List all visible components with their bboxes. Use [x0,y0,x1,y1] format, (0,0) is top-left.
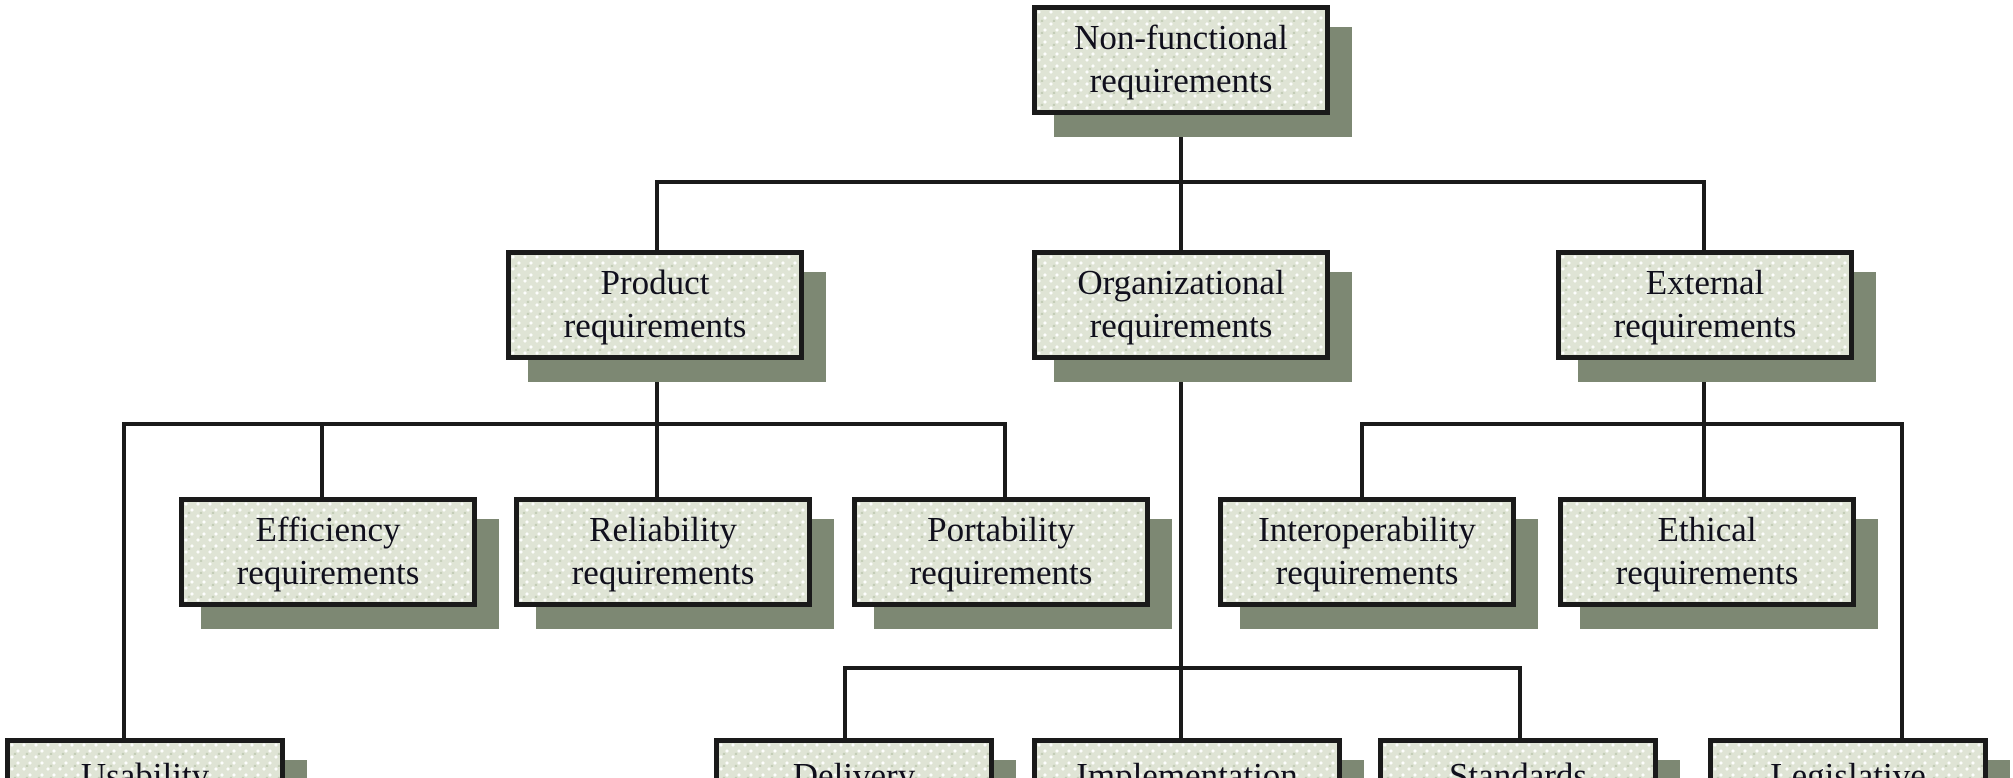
connector-product-trunk [655,358,659,425]
node-label-line2: requirements [1613,306,1797,345]
node-label-line2: requirements [1089,306,1273,345]
node-label-line2: requirements [571,553,755,592]
node-label-line1: Delivery [792,756,916,778]
node-ethical-requirements[interactable]: Ethical requirements [1558,497,1856,607]
connector-to-standards [1518,666,1522,738]
connector-to-external [1702,180,1706,252]
node-usability[interactable]: Usability [5,738,285,778]
node-label-line1: Implementation [1076,756,1298,778]
connector-to-organizational [1179,180,1183,252]
node-label-line1: Portability [927,510,1075,550]
connector-external-trunk [1702,358,1706,425]
connector-to-reliability [655,422,659,497]
node-label-line1: Non-functional [1074,18,1288,58]
node-label-line2: requirements [909,553,1093,592]
node-label-line2: requirements [1275,553,1459,592]
node-label-line1: Legislative [1770,756,1926,778]
node-efficiency-requirements[interactable]: Efficiency requirements [179,497,477,607]
node-product-requirements[interactable]: Product requirements [506,250,804,360]
connector-to-delivery [843,666,847,738]
connector-to-product [655,180,659,252]
connector-product-bus [122,422,1007,426]
node-non-functional-requirements[interactable]: Non-functional requirements [1032,5,1330,115]
node-reliability-requirements[interactable]: Reliability requirements [514,497,812,607]
connector-root-trunk [1179,110,1183,182]
node-label-line2: requirements [563,306,747,345]
node-delivery[interactable]: Delivery [714,738,994,778]
node-label-line1: Reliability [589,510,737,550]
connector-to-interoperability [1360,422,1364,497]
node-label-line1: Product [600,263,710,303]
connector-to-portability [1003,422,1007,497]
connector-to-efficiency [320,422,324,497]
node-portability-requirements[interactable]: Portability requirements [852,497,1150,607]
node-interoperability-requirements[interactable]: Interoperability requirements [1218,497,1516,607]
node-implementation[interactable]: Implementation [1032,738,1342,778]
node-label-line2: requirements [236,553,420,592]
node-label-line1: Ethical [1657,510,1757,550]
node-label-line1: Usability [80,756,210,778]
node-legislative[interactable]: Legislative [1708,738,1988,778]
connector-to-ethical [1702,422,1706,497]
connector-external-bus [1360,422,1904,426]
node-external-requirements[interactable]: External requirements [1556,250,1854,360]
node-label-line1: Interoperability [1258,510,1476,550]
node-label-line1: Standards [1448,756,1588,778]
node-label-line1: Organizational [1077,263,1285,303]
node-standards[interactable]: Standards [1378,738,1658,778]
node-label-line2: requirements [1615,553,1799,592]
connector-to-usability [122,422,126,738]
connector-to-implementation [1179,666,1183,738]
node-organizational-requirements[interactable]: Organizational requirements [1032,250,1330,360]
connector-to-legislative [1900,422,1904,738]
connector-organizational-trunk [1179,358,1183,670]
node-label-line1: External [1645,263,1765,303]
node-label-line1: Efficiency [255,510,401,550]
node-label-line2: requirements [1089,61,1273,100]
